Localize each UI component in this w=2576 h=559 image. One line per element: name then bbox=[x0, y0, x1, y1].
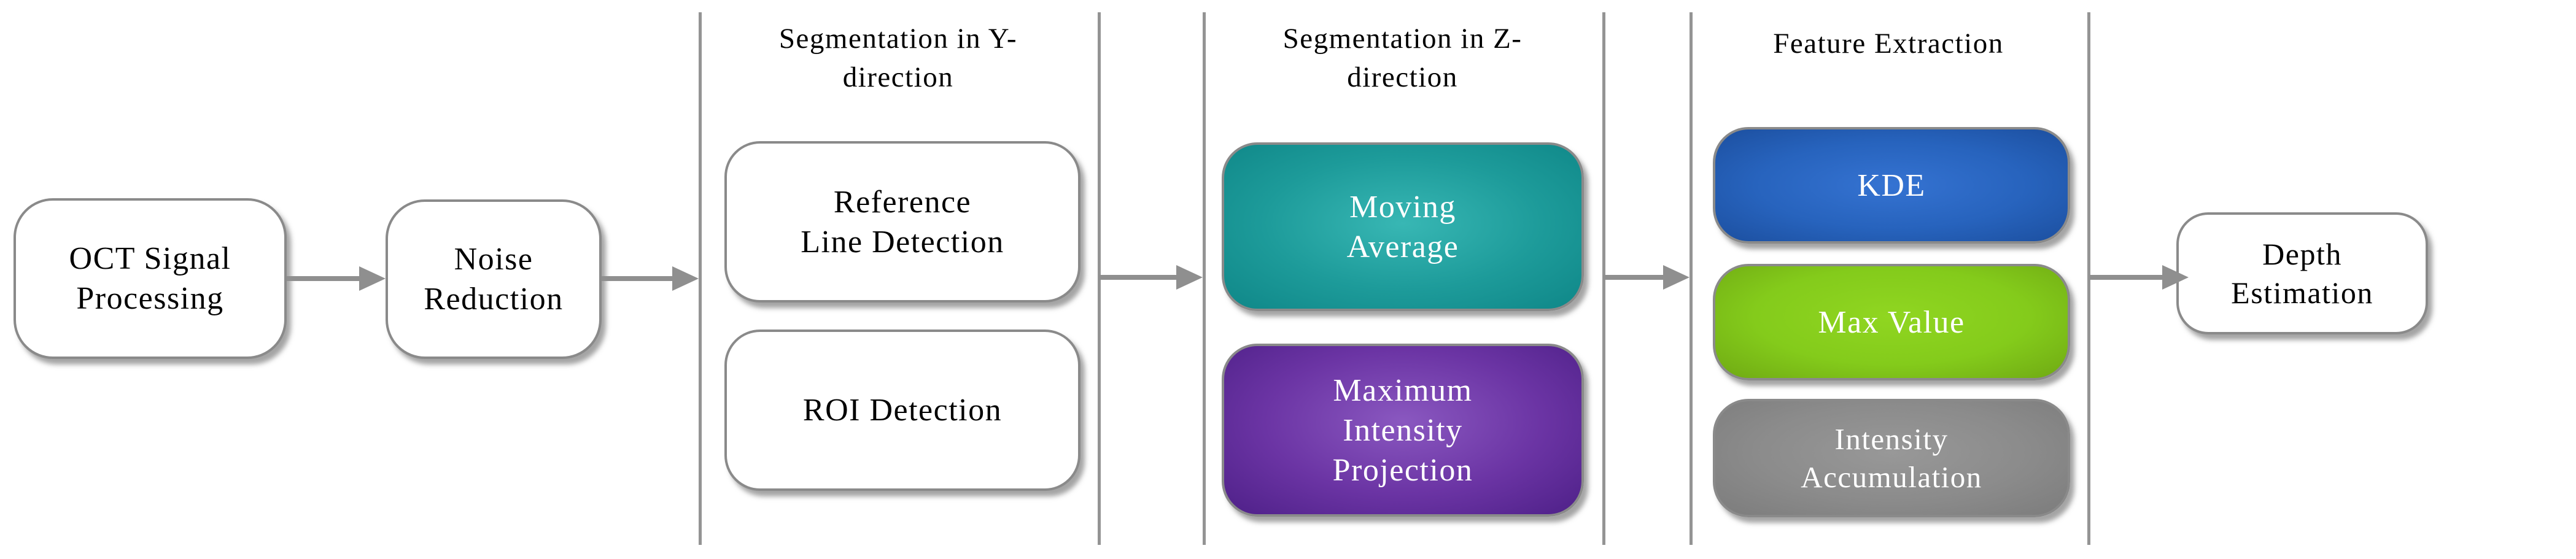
arrow-head-icon bbox=[1176, 265, 1203, 290]
group-title-segmentation-z: Segmentation in Z- direction bbox=[1282, 23, 1523, 94]
node-reference-line-detection: Reference Line Detection bbox=[724, 141, 1080, 303]
group-title-feature-extraction: Feature Extraction bbox=[1773, 28, 2004, 60]
group-f-right-rule bbox=[2087, 12, 2090, 545]
arrow-segmentation-z-to-feature bbox=[1604, 265, 1690, 290]
node-roi-detection: ROI Detection bbox=[724, 330, 1080, 491]
node-intensity-accumulation: Intensity Accumulation bbox=[1713, 399, 2070, 517]
arrow-head-icon bbox=[2162, 265, 2189, 290]
arrow-oct-to-noise bbox=[287, 266, 386, 291]
node-max-value: Max Value bbox=[1713, 264, 2070, 380]
node-oct-signal-processing: OCT Signal Processing bbox=[14, 198, 287, 359]
arrow-noise-to-segmentation-y bbox=[602, 266, 699, 291]
arrow-head-icon bbox=[359, 266, 386, 291]
group-z-left-rule bbox=[1203, 12, 1206, 545]
arrow-segmentation-y-to-z bbox=[1099, 265, 1203, 290]
node-depth-estimation: Depth Estimation bbox=[2176, 212, 2428, 334]
group-f-left-rule bbox=[1690, 12, 1693, 545]
group-title-segmentation-y: Segmentation in Y- direction bbox=[778, 23, 1018, 94]
group-y-left-rule bbox=[699, 12, 702, 545]
node-moving-average: Moving Average bbox=[1222, 142, 1584, 311]
node-kde: KDE bbox=[1713, 127, 2070, 244]
arrow-feature-to-depth bbox=[2089, 265, 2189, 290]
node-maximum-intensity-projection: Maximum Intensity Projection bbox=[1222, 344, 1584, 517]
arrow-head-icon bbox=[672, 266, 699, 291]
arrow-head-icon bbox=[1663, 265, 1690, 290]
node-noise-reduction: Noise Reduction bbox=[386, 199, 602, 359]
